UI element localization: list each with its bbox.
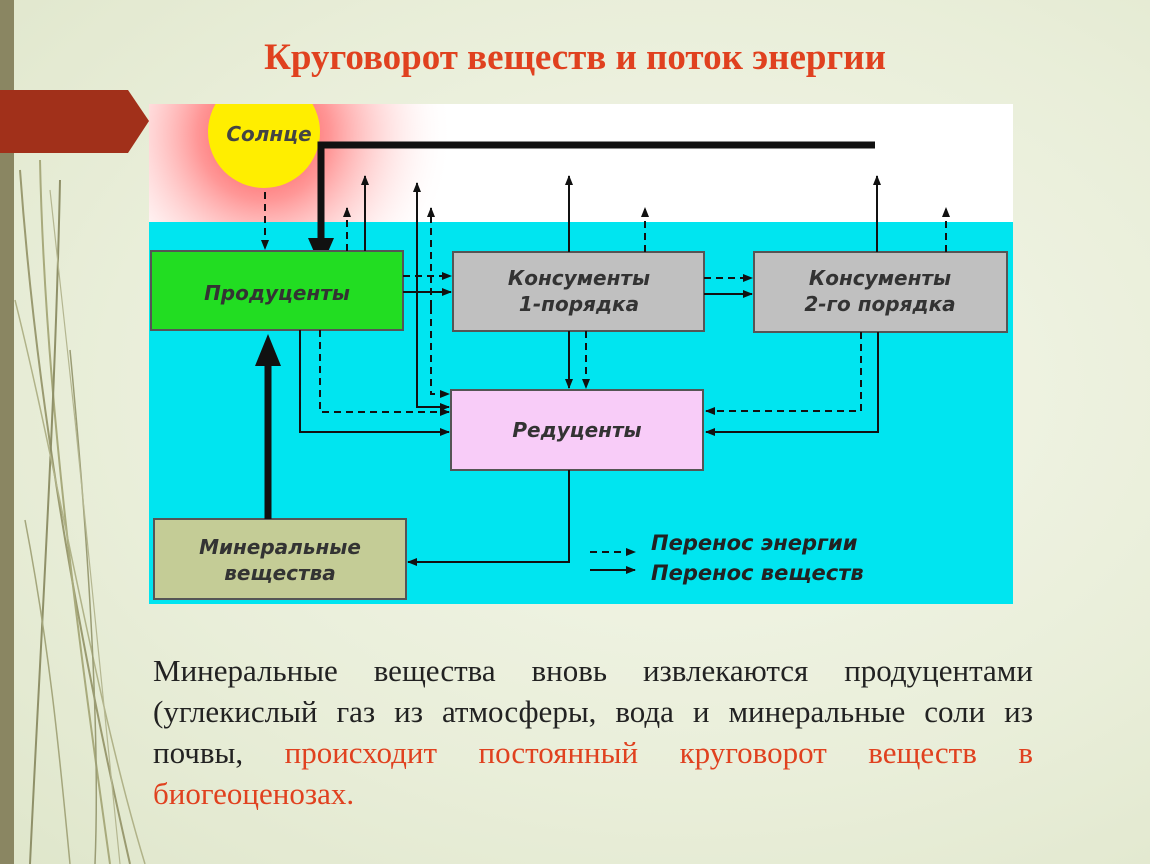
title-tab-shape [0,90,149,153]
page-title: Круговорот веществ и поток энергии [264,37,886,78]
sun [208,104,320,188]
legend: Перенос энергии Перенос веществ [590,531,864,585]
matter-transfer-arrows [299,175,881,566]
consumers-1-label-line1: Консументы [508,266,650,290]
reducers-label: Редуценты [512,418,641,442]
consumers-2-label-line2: 2-го порядка [804,292,955,316]
left-accent-bar [0,0,14,864]
body-text-highlight: происходит постоянный круговорот веществ… [153,735,1033,811]
producers-box: Продуценты [150,250,404,331]
consumers-2-box: Консументы 2-го порядка [753,251,1008,333]
grass-decoration [14,159,146,864]
consumers-1-label-line2: 1-порядка [519,292,639,316]
sun-label: Солнце [226,122,311,146]
legend-energy-label: Перенос энергии [651,531,858,555]
legend-matter-label: Перенос веществ [651,561,864,585]
producers-label: Продуценты [204,281,350,305]
body-text-plain: Минеральные вещества вновь извлекаются п… [153,653,1033,770]
ecosystem-diagram: Солнце Продуценты Консументы 1-порядка К… [149,104,1013,604]
minerals-to-producers-arrow [255,334,281,519]
minerals-label-line2: вещества [224,561,336,585]
consumers-1-box: Консументы 1-порядка [452,251,705,332]
consumers-2-label-line1: Консументы [809,266,951,290]
minerals-box: Минеральные вещества [153,518,407,600]
minerals-label-line1: Минеральные [199,535,361,559]
body-paragraph: Минеральные вещества вновь извлекаются п… [153,650,1033,814]
reducers-box: Редуценты [450,389,704,471]
energy-transfer-arrows [261,192,950,416]
